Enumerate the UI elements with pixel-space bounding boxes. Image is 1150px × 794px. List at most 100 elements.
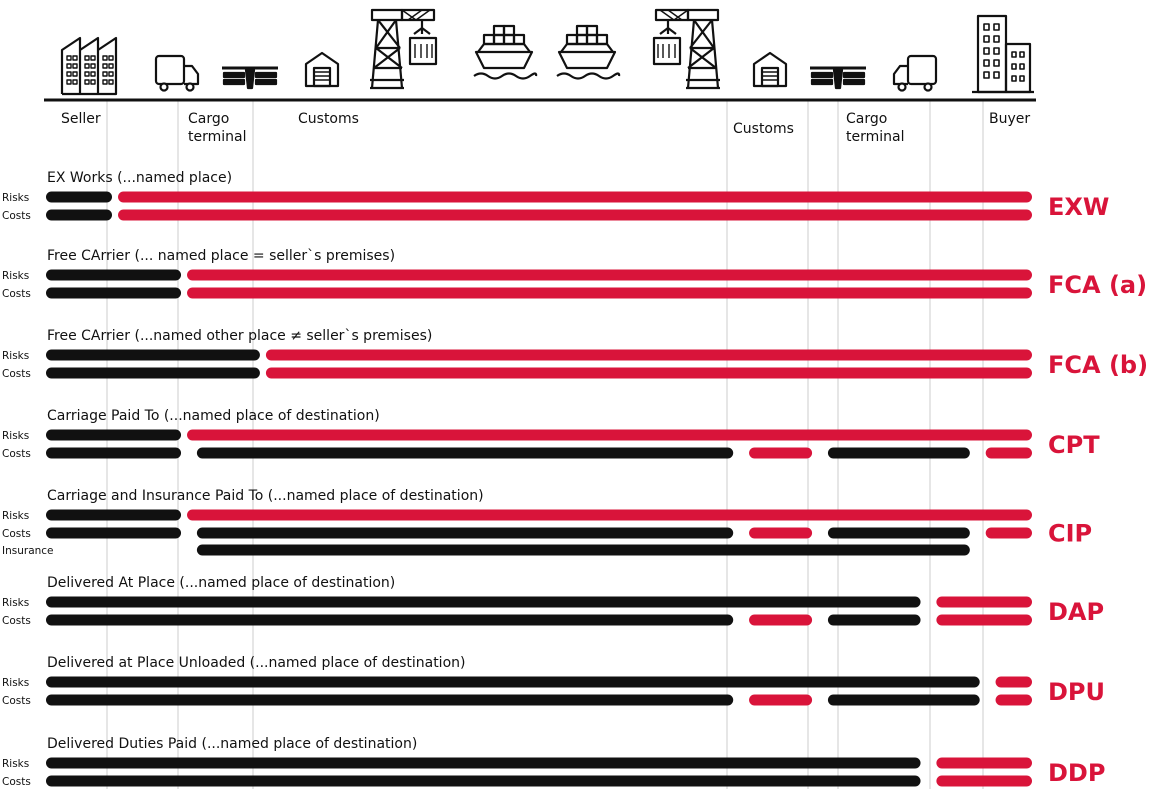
buyer-segment	[118, 191, 1032, 203]
incoterm-row: Free CArrier (... named place = seller`s…	[2, 248, 1147, 300]
incoterm-title: EX Works (...named place)	[47, 170, 232, 186]
incoterm-title: Carriage Paid To (...named place of dest…	[47, 408, 380, 424]
buyer-segment	[995, 676, 1032, 688]
incoterm-row: Carriage Paid To (...named place of dest…	[2, 408, 1100, 460]
cargo-terminal-icon	[810, 66, 866, 90]
cargo-terminal-icon	[222, 66, 278, 90]
incoterm-title: Free CArrier (...named other place ≠ sel…	[47, 328, 432, 344]
bar-label: Risks	[2, 270, 29, 282]
seller-segment	[196, 544, 970, 556]
buyer-segment	[985, 527, 1032, 539]
seller-segment	[827, 527, 970, 539]
bar-label: Costs	[2, 448, 31, 460]
bar-label: Risks	[2, 350, 29, 362]
bar-label: Risks	[2, 597, 29, 609]
station-buyer-label: Buyer	[989, 111, 1030, 127]
incoterm-row: Delivered At Place (...named place of de…	[2, 575, 1104, 627]
bar-label: Costs	[2, 210, 31, 222]
incoterm-code: EXW	[1048, 193, 1109, 221]
truck-icon	[892, 54, 938, 92]
warehouse-icon	[304, 51, 340, 88]
seller-segment	[46, 447, 182, 459]
buyer-segment	[265, 367, 1032, 379]
buyer-segment	[187, 287, 1033, 299]
incoterm-title: Delivered at Place Unloaded (...named pl…	[47, 655, 465, 671]
bar-label: Costs	[2, 288, 31, 300]
station-seller-label: Seller	[61, 111, 101, 127]
bar-label: Risks	[2, 510, 29, 522]
buyer-segment	[936, 614, 1032, 626]
bar-label: Risks	[2, 677, 29, 689]
icon-strip	[60, 8, 1034, 96]
incoterm-row: Free CArrier (...named other place ≠ sel…	[2, 328, 1148, 380]
incoterm-title: Carriage and Insurance Paid To (...named…	[47, 488, 484, 504]
seller-segment	[46, 429, 182, 441]
seller-segment	[827, 447, 970, 459]
buyer-segment	[749, 447, 813, 459]
incoterm-row: Carriage and Insurance Paid To (...named…	[2, 488, 1092, 557]
container-ship-icon	[473, 24, 538, 80]
buyer-segment	[936, 775, 1032, 787]
bar-label: Risks	[2, 192, 29, 204]
bar-label: Risks	[2, 430, 29, 442]
station-cargo-terminal-label: terminal	[188, 129, 246, 145]
incoterm-row: Delivered at Place Unloaded (...named pl…	[2, 655, 1105, 707]
incoterm-title: Delivered At Place (...named place of de…	[47, 575, 395, 591]
bar-label: Insurance	[2, 545, 54, 557]
station-cargo-terminal-label: Cargo	[188, 111, 229, 127]
bar-label: Costs	[2, 776, 31, 788]
seller-segment	[46, 509, 182, 521]
buyer-segment	[187, 269, 1033, 281]
seller-segment	[827, 614, 921, 626]
buyer-segment	[187, 429, 1033, 441]
seller-segment	[46, 367, 260, 379]
seller-segment	[46, 209, 113, 221]
incoterm-title: Free CArrier (... named place = seller`s…	[47, 248, 395, 264]
port-crane-icon	[370, 8, 438, 90]
incoterm-code: FCA (b)	[1048, 351, 1148, 379]
port-crane-icon	[652, 8, 720, 90]
incoterm-code: DAP	[1048, 598, 1104, 626]
seller-segment	[46, 527, 182, 539]
bar-label: Costs	[2, 368, 31, 380]
buyer-segment	[936, 596, 1032, 608]
seller-segment	[196, 527, 734, 539]
buyer-segment	[749, 694, 813, 706]
bar-label: Costs	[2, 695, 31, 707]
buyer-segment	[749, 614, 813, 626]
seller-segment	[196, 447, 734, 459]
station-customs-label: Customs	[733, 121, 794, 137]
incoterm-code: DPU	[1048, 678, 1105, 706]
office-building-icon	[972, 14, 1034, 94]
incoterm-row: Delivered Duties Paid (...named place of…	[2, 736, 1105, 788]
buyer-segment	[936, 757, 1032, 769]
buyer-segment	[118, 209, 1032, 221]
warehouse-icon	[752, 51, 788, 88]
incoterm-title: Delivered Duties Paid (...named place of…	[47, 736, 417, 752]
seller-segment	[46, 757, 921, 769]
bar-label: Costs	[2, 528, 31, 540]
seller-segment	[46, 614, 734, 626]
incoterm-code: CPT	[1048, 431, 1100, 459]
station-cargo-terminal-label: terminal	[846, 129, 904, 145]
factory-icon	[60, 36, 118, 96]
station-labels: Seller Cargo terminal Customs Customs Ca…	[61, 111, 1030, 145]
incoterm-code: CIP	[1048, 520, 1092, 548]
seller-segment	[46, 349, 260, 361]
container-ship-icon	[556, 24, 621, 80]
seller-segment	[46, 269, 182, 281]
station-cargo-terminal-label: Cargo	[846, 111, 887, 127]
seller-segment	[827, 694, 980, 706]
seller-segment	[46, 775, 921, 787]
seller-segment	[46, 287, 182, 299]
buyer-segment	[749, 527, 813, 539]
buyer-segment	[995, 694, 1032, 706]
incoterm-code: FCA (a)	[1048, 271, 1147, 299]
bar-label: Costs	[2, 615, 31, 627]
seller-segment	[46, 191, 113, 203]
buyer-segment	[985, 447, 1032, 459]
